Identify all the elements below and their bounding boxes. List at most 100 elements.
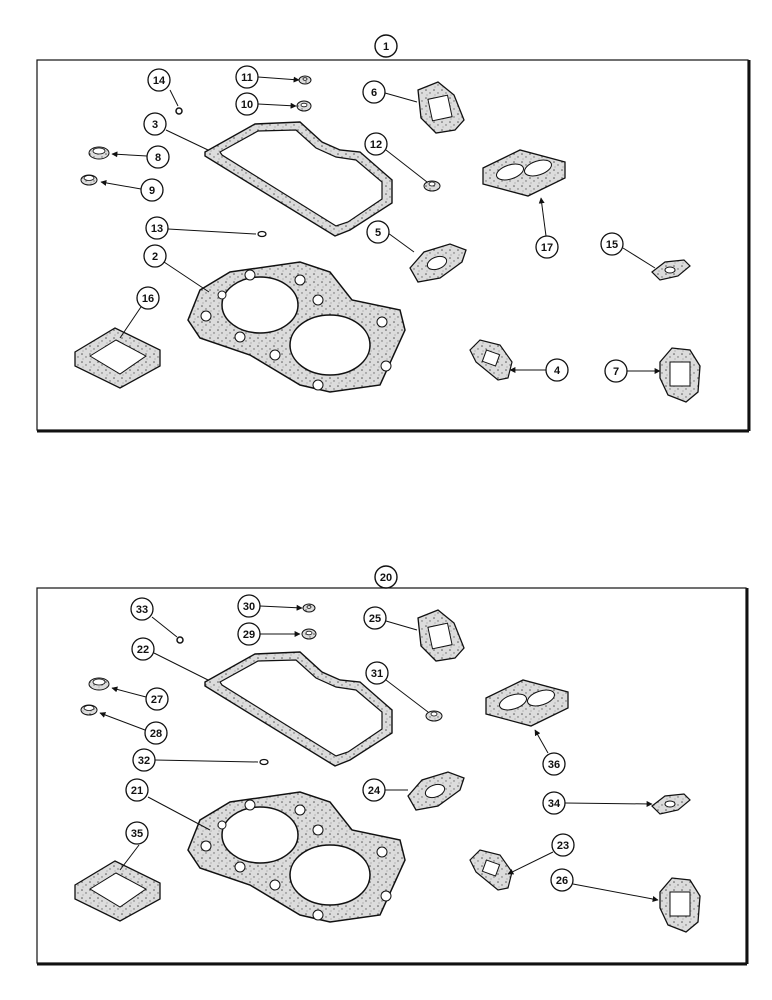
oval-flange-gasket (409, 243, 467, 283)
small-flange-gasket (469, 339, 513, 381)
washer-medium (425, 710, 443, 722)
callout-35: 35 (125, 821, 149, 845)
svg-text:30: 30 (243, 601, 255, 613)
cylinder-head-gasket (187, 261, 406, 393)
callout-13: 13 (145, 216, 169, 240)
svg-text:35: 35 (131, 828, 143, 840)
double-port-gasket (485, 679, 569, 727)
svg-text:33: 33 (136, 604, 148, 616)
svg-text:9: 9 (149, 185, 155, 197)
callout-6: 6 (362, 80, 386, 104)
elbow-flange-gasket (659, 347, 701, 403)
o-ring-tiny (259, 758, 269, 766)
callout-25: 25 (363, 606, 387, 630)
svg-text:4: 4 (554, 365, 561, 377)
callout-28: 28 (144, 721, 168, 745)
svg-text:36: 36 (548, 759, 560, 771)
callout-9: 9 (140, 178, 164, 202)
svg-text:32: 32 (138, 755, 150, 767)
callout-24: 24 (362, 778, 386, 802)
svg-text:6: 6 (371, 87, 377, 99)
svg-text:27: 27 (151, 694, 163, 706)
square-gasket (74, 327, 161, 389)
small-flange-gasket (469, 849, 513, 891)
callout-36: 36 (542, 752, 566, 776)
callout-5: 5 (366, 220, 390, 244)
svg-text:25: 25 (369, 613, 381, 625)
svg-text:17: 17 (541, 242, 553, 254)
callout-26: 26 (550, 868, 574, 892)
elbow-flange-gasket (659, 877, 701, 933)
svg-text:3: 3 (152, 119, 158, 131)
svg-text:14: 14 (153, 75, 166, 87)
o-ring-small (176, 636, 184, 644)
valve-cover-gasket (204, 651, 393, 767)
svg-text:10: 10 (241, 99, 253, 111)
svg-text:15: 15 (606, 239, 618, 251)
seal-ring-small (80, 704, 98, 716)
callout-33: 33 (130, 597, 154, 621)
flange-gasket (417, 81, 465, 134)
washer-small (302, 603, 316, 613)
callout-27: 27 (145, 687, 169, 711)
oval-flange-gasket (407, 771, 465, 811)
svg-text:11: 11 (241, 72, 253, 84)
seal-ring-small (80, 174, 98, 186)
svg-text:2: 2 (152, 251, 158, 263)
callout-21: 21 (125, 778, 149, 802)
svg-text:12: 12 (370, 139, 382, 151)
seal-ring-large (88, 146, 110, 160)
callout-4: 4 (545, 358, 569, 382)
flange-gasket (417, 609, 465, 662)
callout-31: 31 (365, 661, 389, 685)
kit-panel-20: 20 (36, 565, 749, 966)
callout-34: 34 (542, 791, 566, 815)
svg-text:29: 29 (243, 629, 255, 641)
washer-small (298, 75, 312, 85)
callout-30: 30 (237, 594, 261, 618)
callout-17: 17 (535, 235, 559, 259)
svg-text:8: 8 (155, 152, 161, 164)
callout-29: 29 (237, 622, 261, 646)
svg-text:26: 26 (556, 875, 568, 887)
callout-11: 11 (235, 65, 259, 89)
washer (301, 628, 317, 640)
callout-2: 2 (143, 244, 167, 268)
washer (296, 100, 312, 112)
washer-medium (423, 180, 441, 192)
svg-text:22: 22 (137, 644, 149, 656)
callout-10: 10 (235, 92, 259, 116)
svg-text:16: 16 (142, 293, 154, 305)
svg-text:23: 23 (557, 840, 569, 852)
seal-ring-large (88, 677, 110, 691)
kit-panel-1: 1 (36, 34, 751, 433)
kit-number-label: 1 (383, 41, 389, 53)
small-oval-gasket (651, 259, 691, 281)
svg-text:34: 34 (548, 798, 561, 810)
callout-14: 14 (147, 68, 171, 92)
o-ring-tiny (257, 230, 267, 238)
callout-16: 16 (136, 286, 160, 310)
callout-8: 8 (146, 145, 170, 169)
callout-22: 22 (131, 637, 155, 661)
svg-text:21: 21 (131, 785, 143, 797)
svg-text:28: 28 (150, 728, 162, 740)
callout-15: 15 (600, 232, 624, 256)
square-gasket (74, 860, 161, 922)
svg-text:13: 13 (151, 223, 163, 235)
double-port-gasket (482, 149, 566, 197)
cylinder-head-gasket (187, 791, 406, 923)
callout-23: 23 (551, 833, 575, 857)
callout-3: 3 (143, 112, 167, 136)
svg-text:31: 31 (371, 668, 383, 680)
svg-text:5: 5 (375, 227, 381, 239)
svg-text:24: 24 (368, 785, 381, 797)
svg-text:7: 7 (613, 366, 619, 378)
callout-7: 7 (604, 359, 628, 383)
valve-cover-gasket (204, 121, 393, 237)
callout-32: 32 (132, 748, 156, 772)
kit-number-label: 20 (380, 572, 392, 584)
callout-12: 12 (364, 132, 388, 156)
kit-number-callout: 20 (374, 565, 398, 589)
